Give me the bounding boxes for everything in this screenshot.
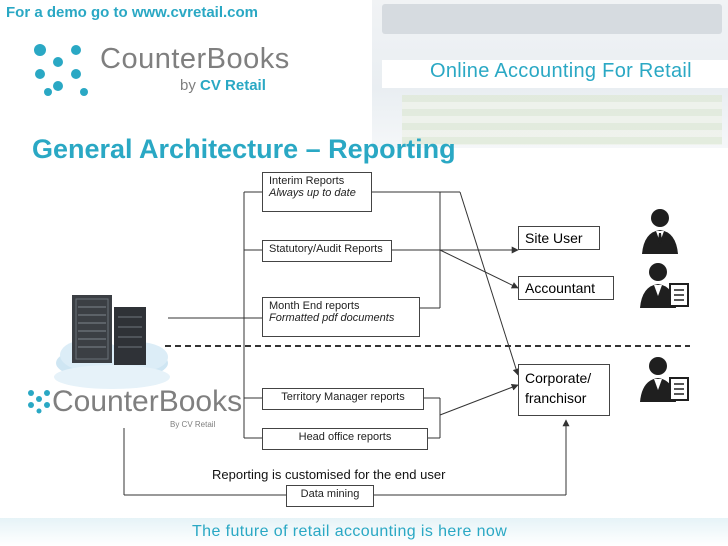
logo-dots-icon	[28, 390, 50, 414]
person-document-icon	[640, 263, 689, 308]
report-box-data-mining: Data mining	[286, 485, 374, 507]
report-detail: Always up to date	[269, 187, 356, 199]
brand-name: CounterBooks	[52, 385, 243, 418]
page-title: General Architecture – Reporting	[32, 134, 456, 164]
server-cloud-icon	[54, 295, 170, 389]
tagline: Online Accounting For Retail	[430, 60, 692, 82]
report-box-interim: Interim Reports Always up to date	[262, 172, 372, 212]
report-detail: Formatted pdf documents	[269, 312, 395, 324]
report-label: Territory Manager reports	[281, 391, 405, 403]
demo-link-text: For a demo go to www.cvretail.com	[6, 4, 258, 21]
report-label: Head office reports	[298, 431, 392, 443]
footer-band	[0, 518, 728, 546]
recipient-site-user: Site User	[518, 226, 600, 250]
recipient-corporate: Corporate/ franchisor	[518, 364, 610, 416]
person-document-icon	[640, 357, 689, 402]
report-label: Month End reports	[269, 300, 360, 312]
report-label: Data mining	[300, 488, 360, 500]
report-box-head-office: Head office reports	[262, 428, 428, 450]
report-label: Statutory/Audit Reports	[269, 243, 383, 255]
report-label: Interim Reports	[269, 175, 345, 187]
footer-text: The future of retail accounting is here …	[192, 523, 508, 540]
report-box-month-end: Month End reports Formatted pdf document…	[262, 297, 420, 337]
logo-byline: by CV Retail	[180, 77, 266, 94]
recipient-accountant: Accountant	[518, 276, 614, 300]
demo-link[interactable]: www.cvretail.com	[131, 4, 259, 21]
report-box-territory: Territory Manager reports	[262, 388, 424, 410]
recipient-label: Site User	[525, 230, 583, 246]
brand-sub: By CV Retail	[170, 420, 216, 429]
header-screenshot	[372, 0, 728, 148]
logo-dots-icon	[34, 44, 88, 96]
logo-by: by	[180, 77, 201, 94]
demo-prefix: For a demo go to	[6, 4, 132, 21]
report-box-statutory: Statutory/Audit Reports	[262, 240, 392, 262]
recipient-label: Accountant	[525, 280, 596, 296]
logo-name: CounterBooks	[100, 43, 290, 75]
person-suit-icon	[642, 209, 678, 254]
logo-company: CV Retail	[200, 77, 266, 94]
customisation-note: Reporting is customised for the end user	[212, 467, 446, 482]
recipient-label: Corporate/ franchisor	[525, 370, 592, 406]
